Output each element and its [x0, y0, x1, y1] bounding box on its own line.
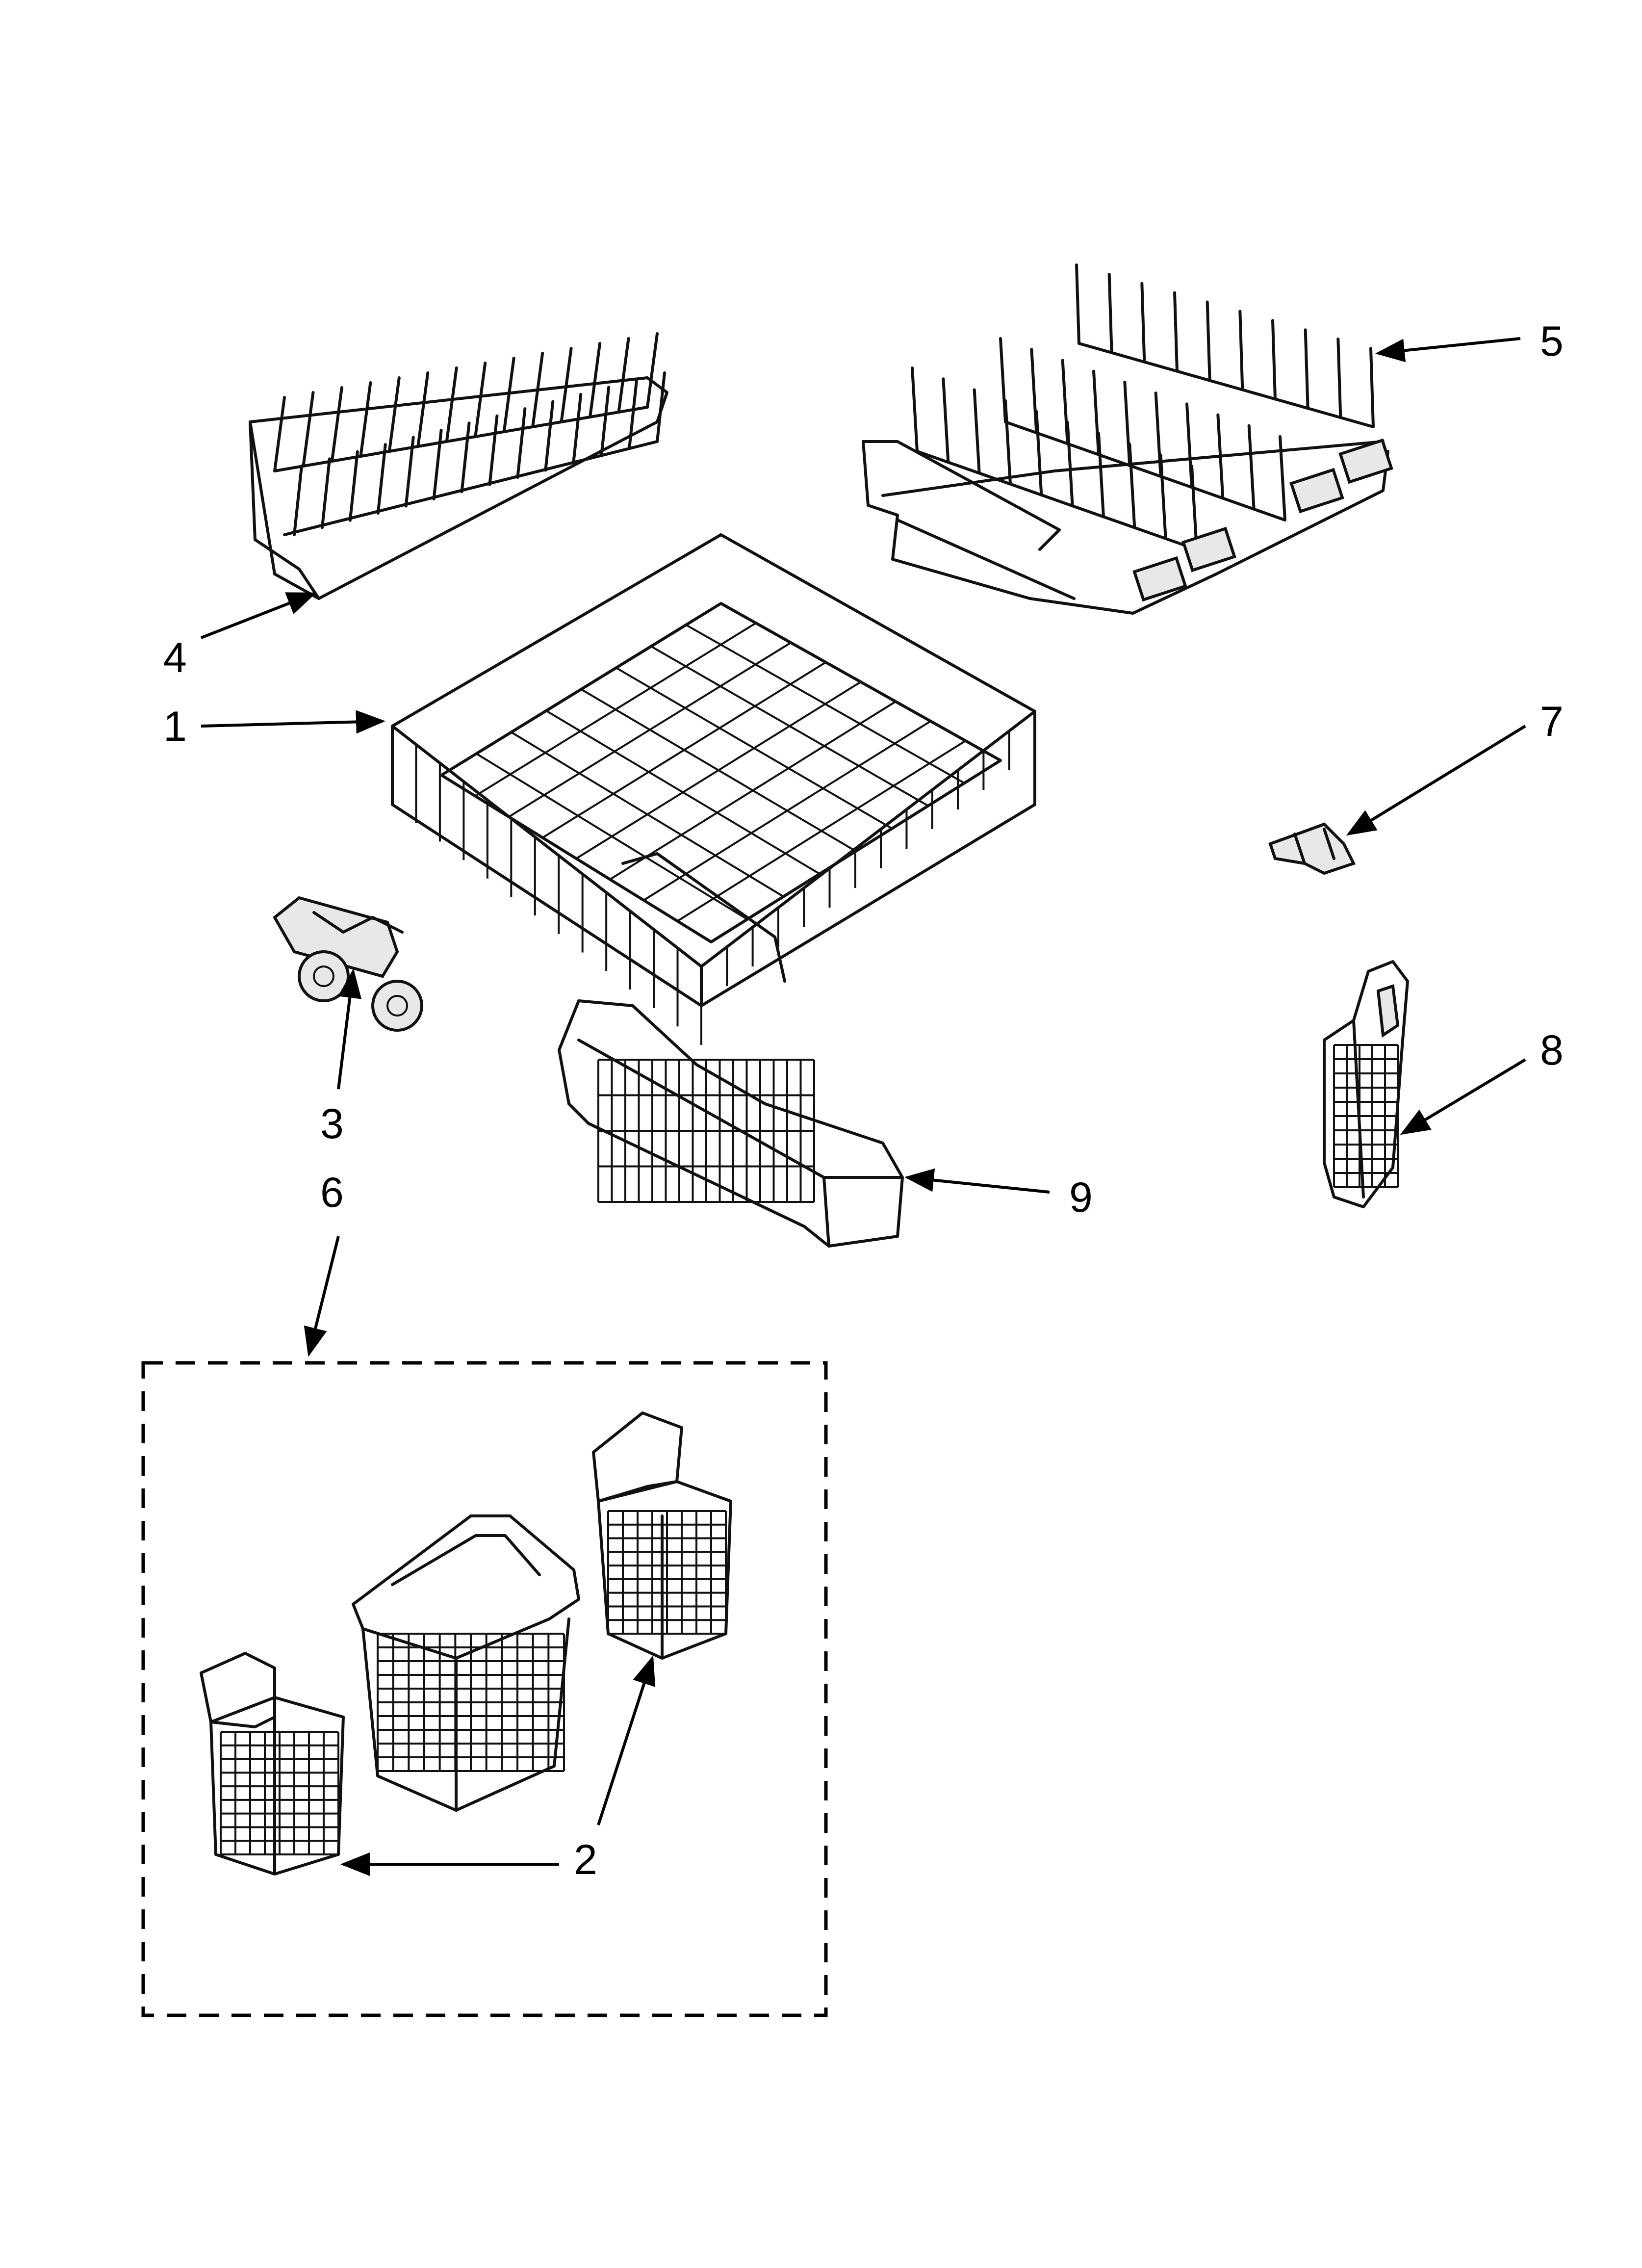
- wire-line: [359, 381, 372, 458]
- wire-line: [609, 701, 897, 881]
- wire-line: [1159, 453, 1167, 540]
- wire-line: [1190, 465, 1198, 551]
- wire-line: [600, 386, 611, 458]
- wire-line: [616, 667, 893, 830]
- wire-line: [387, 376, 401, 453]
- wire-line: [376, 443, 387, 515]
- wire-line: [1279, 435, 1286, 521]
- small-basket-left: [200, 1652, 345, 1876]
- wire-line: [293, 465, 303, 536]
- wire-line: [1206, 300, 1211, 382]
- wire-line: [560, 347, 573, 423]
- leader-5: [1375, 337, 1521, 363]
- clip-part-7: [1268, 822, 1356, 875]
- wire-line: [1173, 291, 1179, 373]
- wire-line: [320, 457, 331, 529]
- wire-line: [911, 366, 919, 453]
- wire-line: [1128, 443, 1136, 529]
- wire-line: [1369, 347, 1375, 428]
- small-basket-part-8: [1323, 960, 1409, 1208]
- wire-line: [348, 450, 359, 522]
- leader-8: [1400, 1058, 1526, 1135]
- wire-line: [656, 371, 666, 443]
- wire-line: [531, 352, 544, 428]
- wire-line: [575, 681, 862, 860]
- wire-line: [445, 366, 458, 443]
- basket-set-part-6: [200, 1411, 732, 1876]
- small-basket-right: [592, 1411, 732, 1660]
- wire-line: [1271, 319, 1277, 401]
- wire-line: [1140, 282, 1146, 364]
- wire-line: [1304, 328, 1309, 410]
- leader-9: [904, 1168, 1050, 1194]
- leader-2b: [597, 1655, 656, 1825]
- leader-6: [304, 1236, 340, 1357]
- callout-9: 9: [1069, 1174, 1093, 1221]
- upper-rack-part-1: [391, 533, 1036, 1045]
- wire-line: [273, 396, 286, 472]
- callout-6: 6: [320, 1169, 344, 1216]
- wire-line: [474, 362, 487, 438]
- callout-3: 3: [320, 1100, 344, 1147]
- callout-2: 2: [574, 1836, 597, 1883]
- basket-set-group-box: [141, 1361, 828, 2017]
- leader-4: [200, 592, 317, 639]
- callout-8: 8: [1540, 1027, 1564, 1074]
- leader-7: [1346, 725, 1526, 836]
- wire-line: [1336, 338, 1342, 419]
- wire-line: [1216, 413, 1225, 500]
- wire-line: [650, 645, 929, 807]
- wire-line: [1107, 272, 1113, 354]
- callout-7: 7: [1540, 698, 1564, 745]
- wire-line: [685, 624, 965, 784]
- wire-line: [589, 342, 602, 418]
- silverware-basket-part-9: [558, 999, 904, 1248]
- wire-line: [646, 332, 659, 409]
- large-basket-center: [352, 1514, 580, 1812]
- wire-line: [416, 371, 430, 448]
- wire-line: [1247, 424, 1256, 511]
- wire-line: [1035, 410, 1043, 496]
- wire-line: [502, 357, 515, 433]
- wire-line: [1075, 263, 1080, 345]
- wire-line: [330, 386, 343, 463]
- wire-line: [516, 407, 527, 479]
- wire-line: [973, 388, 981, 475]
- wire-line: [617, 337, 630, 414]
- wire-line: [488, 414, 499, 486]
- leader-lines: [200, 337, 1526, 1876]
- callout-5: 5: [1540, 318, 1564, 365]
- wire-line: [628, 378, 639, 450]
- wheel-assembly-part-3: [273, 896, 423, 1032]
- wire-line: [1004, 399, 1012, 486]
- wire-line: [460, 421, 471, 494]
- wire-line: [942, 377, 950, 464]
- wire-line: [432, 428, 443, 500]
- leader-1: [201, 710, 385, 734]
- tine-rack-part-4: [249, 332, 668, 600]
- wire-line: [643, 720, 931, 901]
- wire-line: [302, 391, 315, 468]
- wire-line: [572, 392, 583, 465]
- callout-labels: 4 5 1 7 3 8 6 9 2: [163, 318, 1564, 1883]
- wire-line: [677, 740, 966, 922]
- wire-line: [1238, 310, 1244, 391]
- tine-rack-part-5: [862, 263, 1393, 615]
- callout-1: 1: [163, 703, 187, 750]
- leader-3: [337, 968, 362, 1090]
- callout-4: 4: [163, 634, 187, 681]
- wire-line: [1066, 421, 1074, 508]
- wire-line: [1097, 432, 1105, 519]
- wire-line: [404, 436, 415, 508]
- wire-line: [544, 400, 555, 472]
